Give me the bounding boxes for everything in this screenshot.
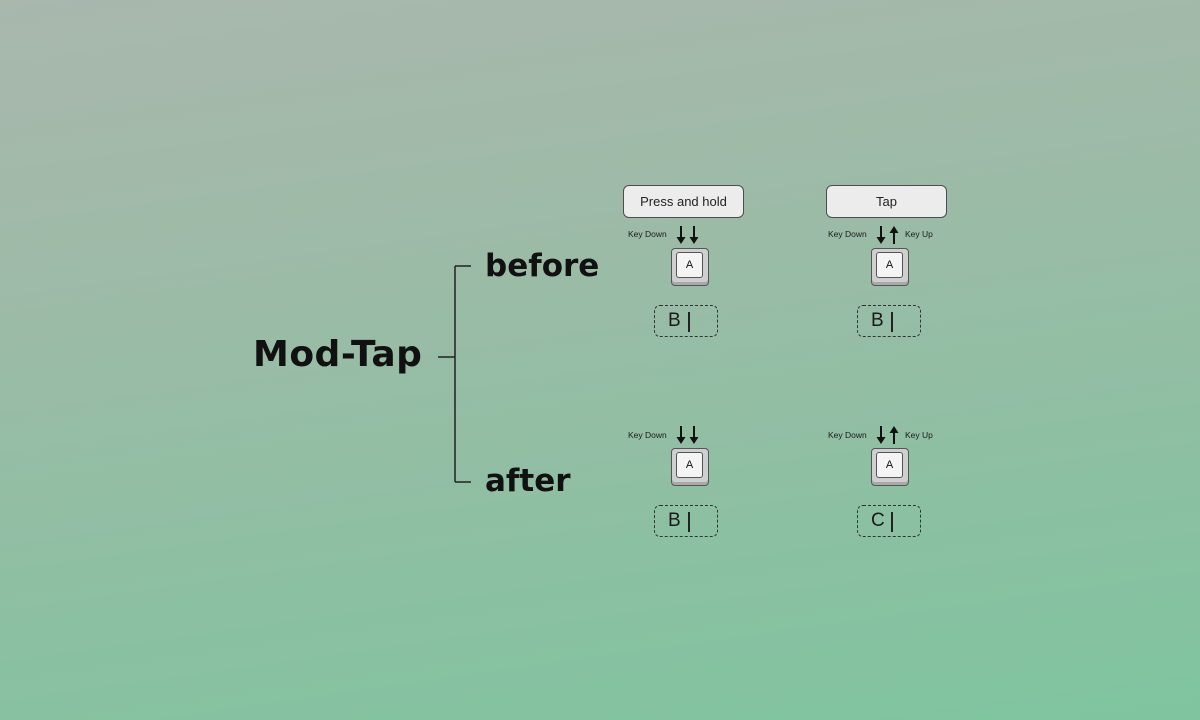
down-up-arrows-icon — [876, 226, 899, 244]
output-field: B — [857, 305, 921, 337]
text-cursor — [891, 312, 893, 332]
output-field: C — [857, 505, 921, 537]
text-cursor — [688, 512, 690, 532]
keycap-label: A — [676, 252, 703, 278]
down-up-arrows-icon — [876, 426, 899, 444]
keycap-label: A — [876, 252, 903, 278]
keycap-label: A — [676, 452, 703, 478]
output-char: C — [871, 510, 885, 531]
diagram-title: Mod-Tap — [253, 334, 423, 375]
key-down-label: Key Down — [828, 229, 867, 239]
keycap: A — [871, 248, 909, 286]
keycap: A — [671, 248, 709, 286]
mode-press-and-hold: Press and hold — [623, 185, 744, 218]
output-char: B — [668, 310, 681, 331]
key-down-label: Key Down — [628, 430, 667, 440]
output-char: B — [668, 510, 681, 531]
mode-tap: Tap — [826, 185, 947, 218]
down-down-arrows-icon — [676, 226, 699, 244]
keycap-label: A — [876, 452, 903, 478]
key-up-label: Key Up — [905, 229, 933, 239]
output-field: B — [654, 305, 718, 337]
row-label-before: before — [485, 248, 600, 284]
text-cursor — [688, 312, 690, 332]
text-cursor — [891, 512, 893, 532]
key-up-label: Key Up — [905, 430, 933, 440]
output-char: B — [871, 310, 884, 331]
keycap: A — [871, 448, 909, 486]
row-label-after: after — [485, 463, 571, 499]
keycap: A — [671, 448, 709, 486]
key-down-label: Key Down — [828, 430, 867, 440]
key-down-label: Key Down — [628, 229, 667, 239]
output-field: B — [654, 505, 718, 537]
down-down-arrows-icon — [676, 426, 699, 444]
